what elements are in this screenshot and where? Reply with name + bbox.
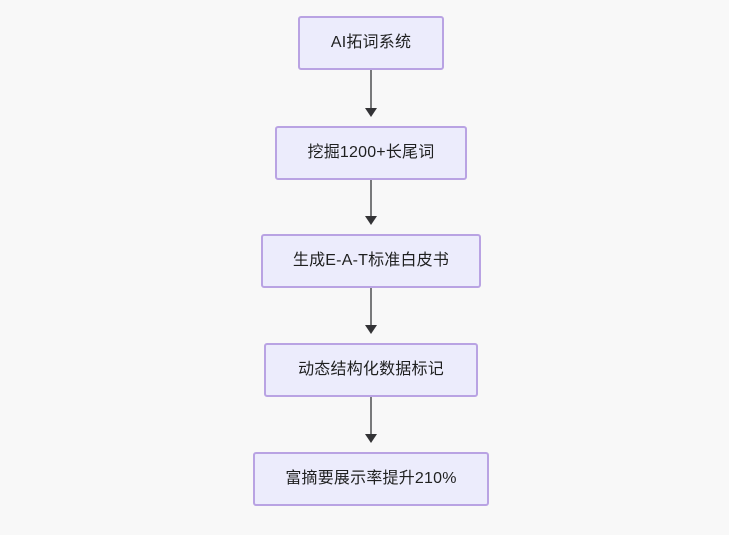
arrowhead-down-icon <box>365 216 377 225</box>
flow-node-ai-keyword-system[interactable]: AI拓词系统 <box>298 16 444 70</box>
edge-line <box>370 397 372 434</box>
flow-node-rich-snippet-rate-increase[interactable]: 富摘要展示率提升210% <box>253 452 489 506</box>
flow-node-mine-longtail-keywords[interactable]: 挖掘1200+长尾词 <box>275 126 467 180</box>
edge-line <box>370 288 372 325</box>
arrowhead-down-icon <box>365 108 377 117</box>
flow-node-label: 挖掘1200+长尾词 <box>307 144 435 162</box>
flow-node-label: 动态结构化数据标记 <box>298 361 444 379</box>
flow-node-generate-eat-whitepaper[interactable]: 生成E-A-T标准白皮书 <box>261 234 481 288</box>
flow-node-dynamic-structured-data-markup[interactable]: 动态结构化数据标记 <box>264 343 478 397</box>
flow-node-label: 生成E-A-T标准白皮书 <box>292 252 450 270</box>
edge-line <box>370 70 372 108</box>
flow-node-label: AI拓词系统 <box>330 34 412 52</box>
flow-node-label: 富摘要展示率提升210% <box>285 470 457 488</box>
arrowhead-down-icon <box>365 325 377 334</box>
arrowhead-down-icon <box>365 434 377 443</box>
edge-line <box>370 180 372 216</box>
